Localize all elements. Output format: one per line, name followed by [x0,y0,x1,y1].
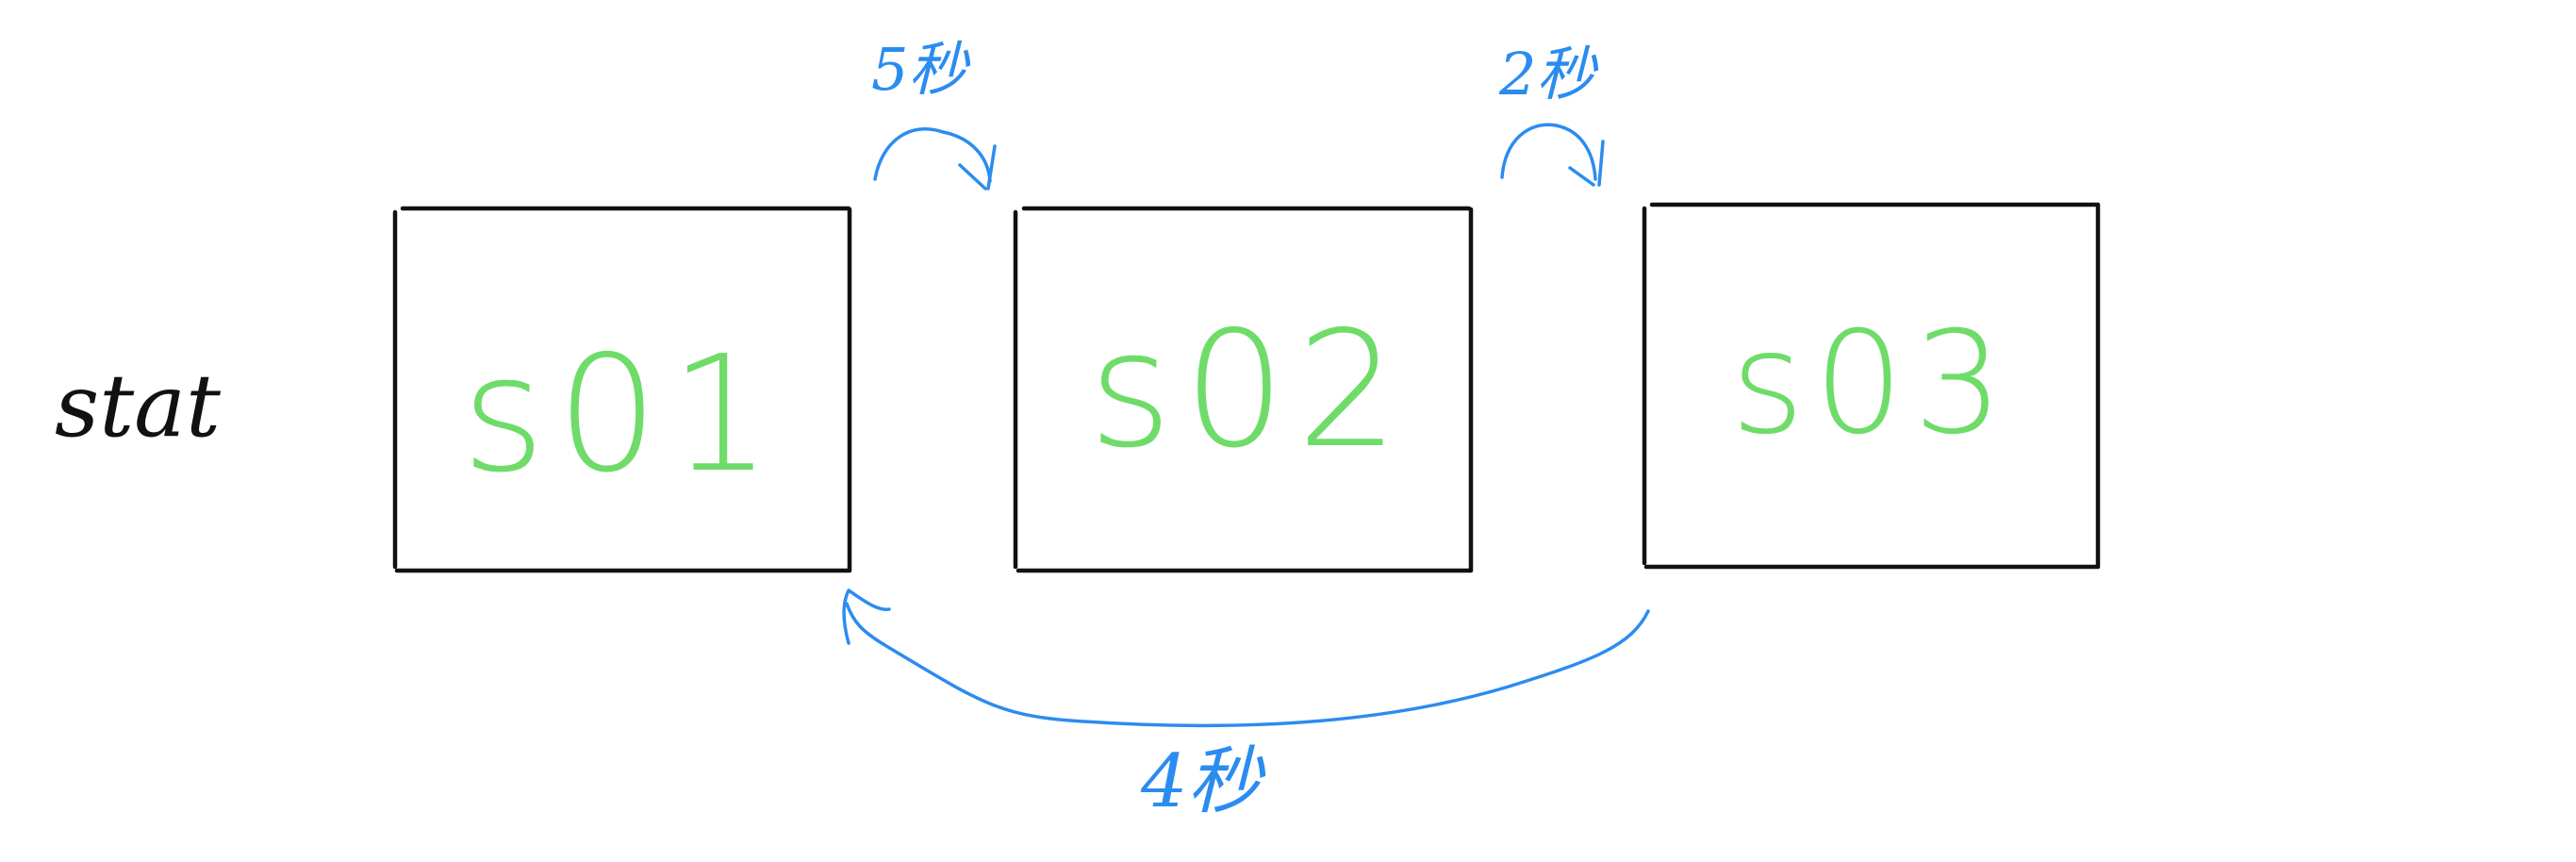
transition-label-s02-s03: 2秒 [1498,40,1598,108]
transition-s02-s03: 2秒 [1498,40,1605,187]
state-label-s01: s01 [462,322,784,508]
arrow-curve-s02-s03 [1500,123,1597,181]
transition-label-s03-s01: 4秒 [1140,739,1266,824]
arrow-head-s02-s03 [1568,140,1605,187]
transition-s03-s01: 4秒 [842,588,1650,824]
state-label-s02: s02 [1089,297,1411,484]
state-box-s02: s02 [1013,206,1474,573]
state-label-s03: s03 [1730,302,2012,466]
state-box-s01: s01 [392,206,852,573]
arrow-head-s03-s01 [842,588,891,645]
row-label: stat [55,356,222,456]
arrow-curve-s03-s01 [845,602,1650,728]
arrow-head-s01-s02 [958,144,997,191]
transition-label-s01-s02: 5秒 [871,35,970,104]
transition-s01-s02: 5秒 [871,35,997,191]
state-box-s03: s03 [1642,202,2101,570]
arrow-curve-s01-s02 [873,126,992,183]
